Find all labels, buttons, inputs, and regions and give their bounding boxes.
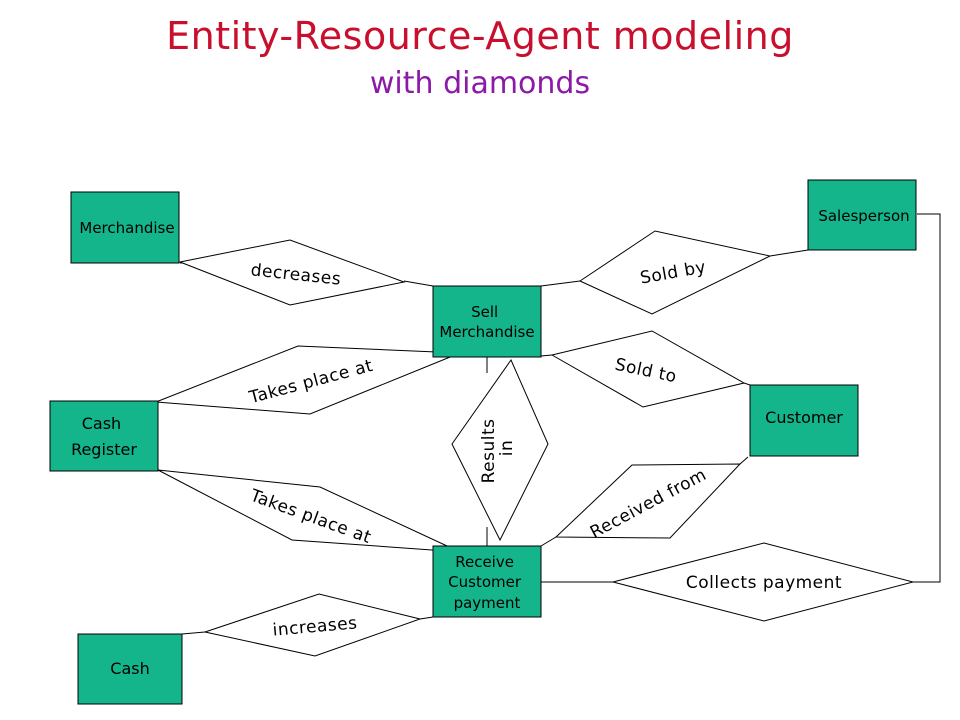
- entity-label: Salesperson: [818, 207, 909, 225]
- entity-salesperson: Salesperson: [807, 179, 917, 251]
- connector-sell-soldto: [540, 354, 553, 357]
- relationship-takes-place-at-1: Takes place at: [155, 345, 461, 415]
- entity-label: Cash: [110, 659, 149, 678]
- entity-label: Receive Customer payment: [448, 553, 526, 612]
- entity-label: Cash Register: [71, 414, 137, 459]
- relationship-collects-payment: Collects payment: [611, 542, 915, 622]
- entity-label: Merchandise: [79, 219, 174, 237]
- diagram-title: Entity-Resource-Agent modeling: [166, 14, 794, 58]
- entity-label: Sell Merchandise: [439, 303, 534, 341]
- connector-increases-receive: [419, 616, 434, 620]
- connector-soldby-salesperson: [769, 249, 809, 257]
- entity-sell-merchandise: Sell Merchandise: [432, 285, 542, 358]
- relationship-sold-to: Sold to: [550, 330, 746, 408]
- connector-receivedfrom-receive: [540, 536, 557, 547]
- relationship-takes-place-at-2: Takes place at: [157, 469, 461, 553]
- connector-sell-soldby: [540, 280, 581, 287]
- relationship-decreases: decreases: [178, 239, 406, 306]
- relationship-increases: increases: [203, 593, 422, 657]
- entity-receive-customer-payment: Receive Customer payment: [432, 545, 542, 618]
- connector-soldto-customer: [743, 382, 751, 386]
- entity-customer: Customer: [749, 384, 859, 457]
- connector-collects-salesperson: [913, 213, 941, 583]
- entity-cash-register: Cash Register: [49, 400, 159, 472]
- relationship-sold-by: Sold by: [578, 230, 772, 315]
- connector-cash-increases: [181, 631, 206, 635]
- diagram-subtitle: with diamonds: [369, 66, 591, 101]
- connector-decreases-sell: [403, 280, 434, 287]
- relationship-label: Collects payment: [686, 573, 842, 593]
- entity-cash: Cash: [77, 633, 183, 705]
- relationship-results-in: Results in: [451, 358, 549, 542]
- relationship-label: Results in: [479, 413, 517, 484]
- connector-customer-receivedfrom: [739, 456, 749, 465]
- relationship-received-from: Received from: [554, 463, 742, 543]
- entity-merchandise: Merchandise: [70, 191, 180, 264]
- entity-label: Customer: [765, 408, 843, 427]
